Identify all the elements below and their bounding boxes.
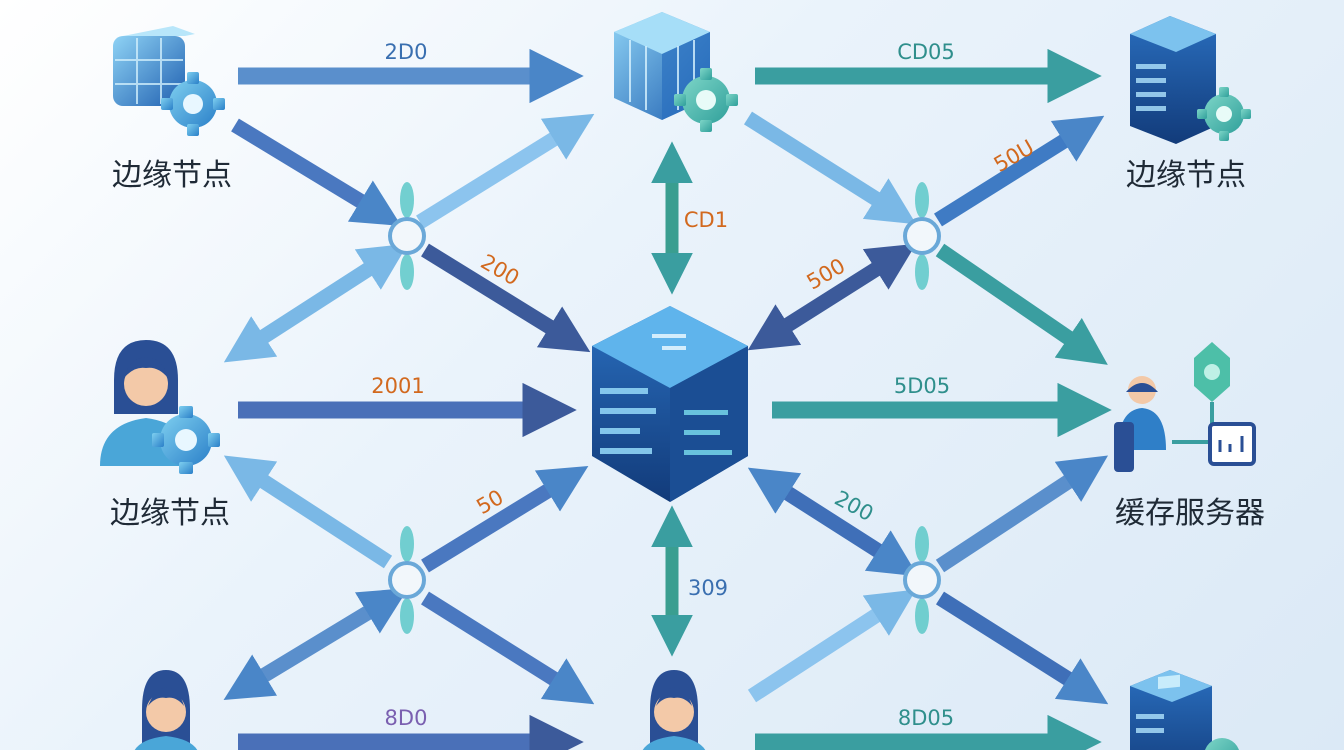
arrow-hub-br-to-bottom-right [935,591,1109,705]
node-label-mid-left: 边缘节点 [110,496,230,531]
central-server-icon [592,306,748,502]
edge-label-mid-left-to-center: 2001 [371,374,425,398]
gear-icon [674,68,738,132]
person-gear-icon [100,340,220,474]
edge-label-top-mid-vertical: CD1 [683,208,729,232]
arrow-bottom-mid-to-hub-br [747,589,917,703]
gear-icon [152,406,220,474]
arrow-hub-tr-to-cache [935,243,1108,365]
arrow-hub-tr-to-center [747,243,917,351]
arrow-hub-to-top-mid [416,113,595,229]
arrows [223,48,1112,750]
hub-top-left [388,182,426,290]
node-label-top-right: 边缘节点 [1126,158,1246,193]
edge-label-bottom-left-to-bottom-mid: 8D0 [384,706,428,730]
edge-label-center-vertical-bottom: 309 [687,576,729,600]
arrow-top-mid-to-hub-tr [743,111,917,225]
edge-label-top-mid-to-top-right: CD05 [897,40,955,64]
arrow-center-to-hub-br [747,467,919,577]
arrow-hub-br-to-cache [935,455,1109,573]
hub-top-right [903,182,941,290]
edge-label-center-to-cache: 5D05 [893,374,951,398]
node-label-top-left: 边缘节点 [112,158,232,193]
edge-label-bottom-mid-to-bottom-right: 8D05 [897,706,955,730]
arrow-mid-left-to-hub-bl [223,455,393,569]
gear-icon [1197,87,1251,141]
arrow-hub-tr-to-top-right [934,115,1105,227]
arrow-hub-bl-to-center [421,465,589,573]
cube-gear-icon [113,26,225,136]
gear-icon [161,72,225,136]
arrow-hub-to-center [421,243,591,353]
hub-bottom-left [388,526,426,634]
cache-server-icon [1114,342,1256,472]
hub-bottom-right [903,526,941,634]
person-icon [642,670,706,750]
arrow-top-left-to-hub [231,118,402,226]
node-label-cache-server: 缓存服务器 [1115,496,1265,531]
cropped-top-text [150,0,270,2]
cube-gear-icon [614,12,738,132]
server-gear-icon [1130,16,1251,144]
arrow-hub-bl-to-bottom-left [223,588,409,700]
edge-label-top-left-to-top-mid: 2D0 [384,40,428,64]
arrow-hub-bl-to-bottom-mid [421,591,595,705]
person-icon [134,670,198,750]
server-gear-icon [1130,670,1239,750]
arrow-hub-to-mid-left [223,243,409,363]
